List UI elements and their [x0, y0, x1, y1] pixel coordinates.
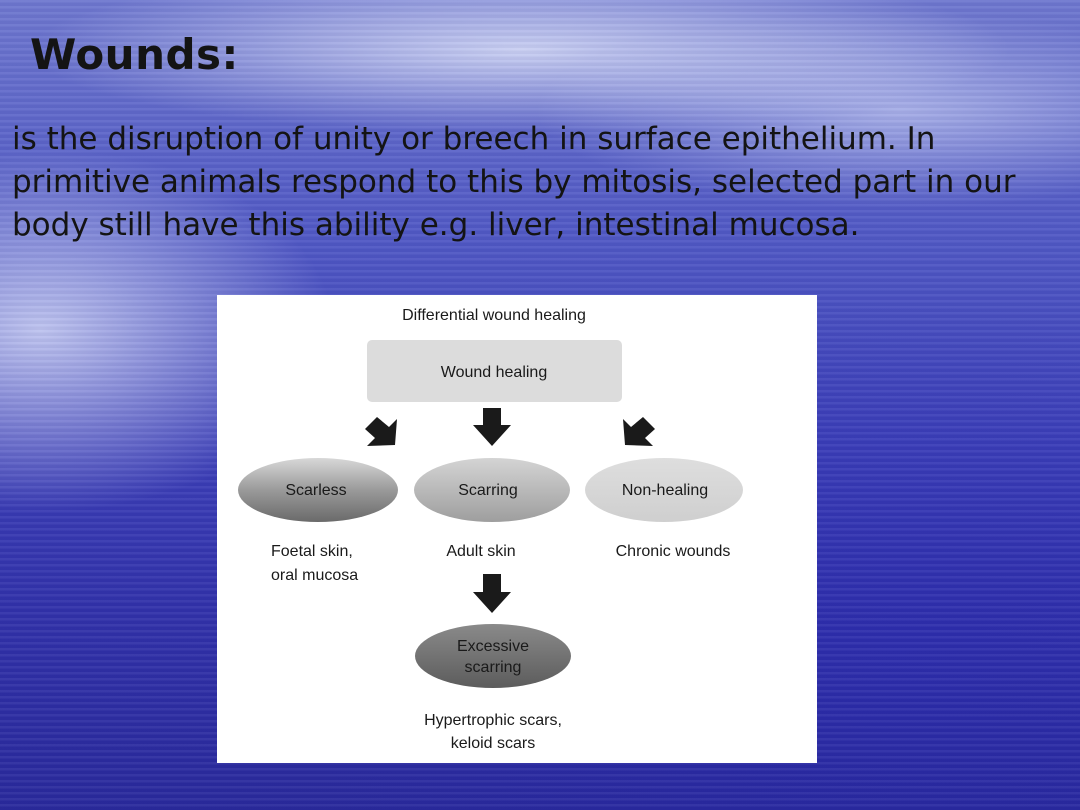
scarless-example-line-2: oral mucosa: [271, 567, 358, 584]
excessive-example-line-1: Hypertrophic scars,: [424, 712, 562, 729]
scarless-label: Scarless: [285, 482, 346, 499]
slide-body-text: is the disruption of unity or breech in …: [12, 121, 1016, 243]
scarring-node: [414, 458, 570, 522]
non-healing-example: Chronic wounds: [616, 543, 731, 560]
arrow-to-scarless-icon: [365, 417, 397, 446]
excessive-example-line-2: keloid scars: [451, 735, 535, 752]
diagram-title: Differential wound healing: [402, 307, 586, 324]
excessive-scarring-node: [415, 624, 571, 688]
slide-title: Wounds:: [30, 30, 239, 79]
wound-healing-figure: Differential wound healing Wound healing…: [217, 295, 817, 763]
arrow-to-excessive-icon: [473, 574, 511, 613]
scarring-label: Scarring: [458, 482, 518, 499]
wound-healing-diagram: Differential wound healing Wound healing…: [238, 307, 743, 752]
scarless-node: [238, 458, 398, 522]
scarless-example-line-1: Foetal skin,: [271, 543, 353, 560]
non-healing-label: Non-healing: [622, 482, 708, 499]
wound-healing-box: [367, 340, 622, 402]
excessive-label-line-2: scarring: [465, 659, 522, 676]
arrow-to-non-healing-icon: [623, 417, 655, 446]
excessive-label-line-1: Excessive: [457, 638, 529, 655]
scarring-example: Adult skin: [446, 543, 515, 560]
wound-healing-label: Wound healing: [441, 364, 547, 381]
non-healing-node: [585, 458, 743, 522]
arrow-to-scarring-icon: [473, 408, 511, 446]
